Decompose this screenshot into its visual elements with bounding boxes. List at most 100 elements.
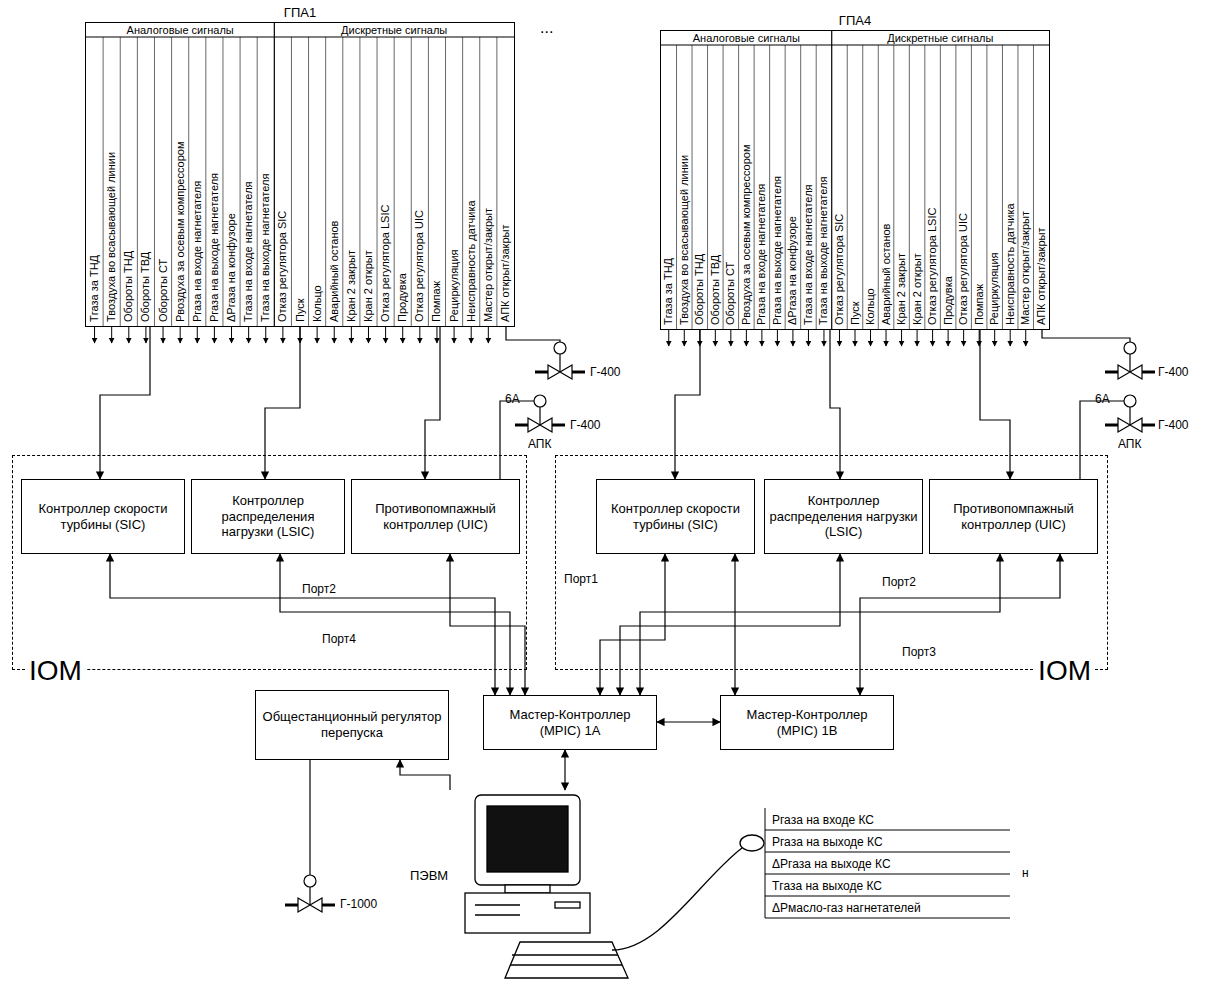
column-line xyxy=(878,45,879,329)
annotation: Tгаза на выходе КС xyxy=(772,879,882,894)
signal-stub xyxy=(1025,330,1026,346)
signal-name: Тгаза за ТНД xyxy=(662,258,675,325)
controller-box: Контроллер скорости турбины (SIC) xyxy=(596,479,755,554)
column-line xyxy=(496,37,497,326)
group-header: Аналоговые сигналы xyxy=(661,31,832,45)
signal-stub xyxy=(886,330,887,346)
annotation: Pгаза на выходе КС xyxy=(772,835,883,850)
signal-stub xyxy=(351,327,352,343)
signal-stub xyxy=(317,327,318,343)
group-header: Аналоговые сигналы xyxy=(86,23,274,37)
signal-name: Отказ регулятора SIC xyxy=(833,214,846,325)
signal-stub xyxy=(436,327,437,343)
box-text: Контроллер скорости турбины (SIC) xyxy=(26,501,180,532)
connector xyxy=(860,554,1060,695)
column-line xyxy=(971,45,972,329)
signal-name: Отказ регулятора LSIC xyxy=(379,205,392,322)
signal-name: Кран 2 открыт xyxy=(911,253,924,325)
port-label: Порт2 xyxy=(880,575,918,590)
box-text: Контроллер распределения нагрузки (LSIC) xyxy=(769,493,918,540)
signal-stub xyxy=(368,327,369,343)
signal-name: Аварийный останов xyxy=(328,221,341,322)
valve-wires xyxy=(310,327,1130,875)
signal-name: Кольцо xyxy=(311,285,324,322)
signal-stub xyxy=(715,330,716,346)
signal-name: Тгаза на входе нагнетателя xyxy=(802,184,815,325)
connector xyxy=(640,554,1000,695)
signal-name: Обороты ТНД xyxy=(693,254,706,325)
signal-name: Отказ регулятора UIC xyxy=(413,210,426,322)
signal-name: Продувка xyxy=(942,276,955,325)
column-line xyxy=(222,37,223,326)
box-text: Мастер-Контроллер (MPIC) 1A xyxy=(488,707,652,738)
column-line xyxy=(754,45,755,329)
annotation: Г-400 xyxy=(570,418,601,433)
annotation: АПК xyxy=(1118,437,1141,452)
column-line xyxy=(800,45,801,329)
controller-box: Противопомпажный контроллер (UIC) xyxy=(929,479,1098,554)
signal-name: Твоздуха во всасывающей линии xyxy=(105,152,118,322)
column-line xyxy=(240,37,241,326)
signal-name: Ргаза на входе нагнетателя xyxy=(191,181,204,322)
column-line xyxy=(924,45,925,329)
signal-stub xyxy=(128,327,129,343)
column-line xyxy=(291,37,292,326)
annotation: АПК xyxy=(528,437,551,452)
signal-name: Помпаж xyxy=(973,284,986,325)
signal-stub xyxy=(231,327,232,343)
signal-stub xyxy=(777,330,778,346)
signal-name: Тгаза на входе нагнетателя xyxy=(242,181,255,322)
box-text: Общестанционный регулятор перепуска xyxy=(260,709,444,740)
signal-name: Отказ регулятора SIC xyxy=(276,211,289,322)
signal-stub xyxy=(761,330,762,346)
region-label: IOM xyxy=(1034,655,1095,687)
column-line xyxy=(171,37,172,326)
signal-stub xyxy=(932,330,933,346)
connector xyxy=(265,327,300,479)
signal-stub xyxy=(855,330,856,346)
computer-label: ПЭВМ xyxy=(410,868,448,884)
column-line xyxy=(394,37,395,326)
iom-region: IOMКонтроллер скорости турбины (SIC)Конт… xyxy=(12,455,527,670)
column-line xyxy=(359,37,360,326)
signal-name: Кольцо xyxy=(864,288,877,325)
signal-stub xyxy=(963,330,964,346)
column-line xyxy=(462,37,463,326)
box-text: Противопомпажный контроллер (UIC) xyxy=(356,501,515,532)
column-line xyxy=(676,45,677,329)
signal-name: Аварийный останов xyxy=(880,224,893,325)
column-line xyxy=(154,37,155,326)
column-line xyxy=(445,37,446,326)
annotation: Г-1000 xyxy=(340,897,377,912)
column-line xyxy=(955,45,956,329)
signal-name: Обороты СТ xyxy=(724,262,737,325)
column-line xyxy=(940,45,941,329)
master-controller-box: Мастер-Контроллер (MPIC) 1A xyxy=(483,695,657,750)
signal-stub xyxy=(870,330,871,346)
signal-stub xyxy=(488,327,489,343)
master-controller-box: Мастер-Контроллер (MPIC) 1B xyxy=(720,695,894,750)
header-line xyxy=(86,37,514,38)
signal-stub xyxy=(901,330,902,346)
annotation: н xyxy=(1022,866,1029,881)
table-title: ГПА4 xyxy=(661,13,1049,29)
header-line xyxy=(661,45,1049,46)
signal-name: ΔРгаза на конфузоре xyxy=(225,213,238,322)
column-line xyxy=(785,45,786,329)
column-line xyxy=(738,45,739,329)
signal-name: Обороты СТ xyxy=(157,259,170,322)
signal-stub xyxy=(334,327,335,343)
controller-box: Контроллер распределения нагрузки (LSIC) xyxy=(191,479,345,554)
signal-name: Обороты ТВД xyxy=(139,252,152,322)
column-line xyxy=(816,45,817,329)
signal-stub xyxy=(265,327,266,343)
annotation: 6А xyxy=(505,392,520,407)
signal-stub xyxy=(668,330,669,346)
group-header: Дискретные сигналы xyxy=(832,31,1049,45)
connector xyxy=(564,750,565,790)
signal-name: Кран 2 закрыт xyxy=(345,250,358,322)
connector xyxy=(600,554,665,695)
column-line xyxy=(769,45,770,329)
signal-stub xyxy=(994,330,995,346)
signal-stub xyxy=(948,330,949,346)
